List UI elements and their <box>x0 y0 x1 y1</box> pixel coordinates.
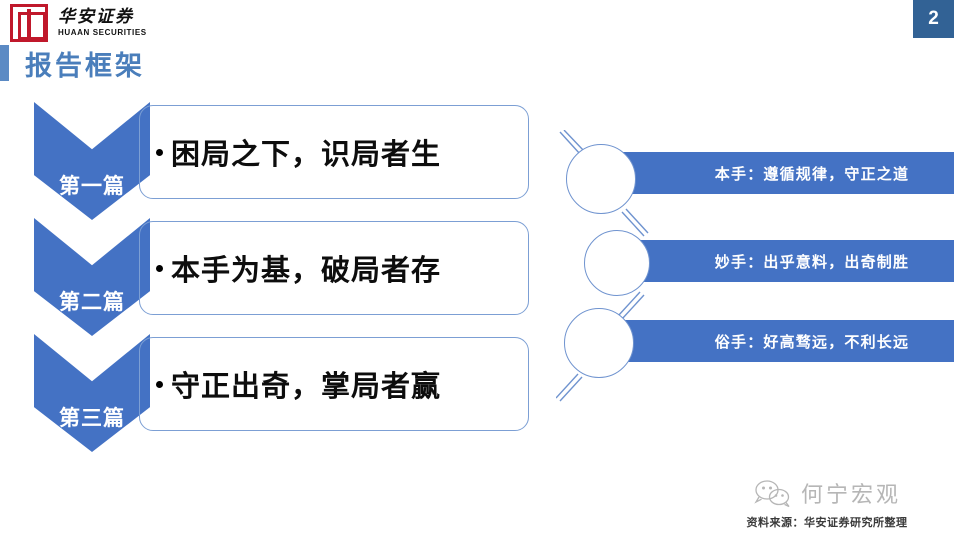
bullet-icon <box>156 148 163 156</box>
wechat-account: 何宁宏观 <box>712 477 942 509</box>
chain-bar-3: 俗手：好高骛远，不利长远 <box>618 320 954 362</box>
chain-bar-text: 本手：遵循规律，守正之道 <box>714 164 910 183</box>
section-row: 第一篇 困局之下，识局者生 <box>34 102 534 220</box>
section-row: 第二篇 本手为基，破局者存 <box>34 218 534 336</box>
brand-name-cn: 华安证券 <box>58 6 134 27</box>
section-row: 第三篇 守正出奇，掌局者赢 <box>34 334 534 452</box>
chevron-label: 第二篇 <box>59 289 125 314</box>
source-note: 资料来源：华安证券研究所整理 <box>746 516 908 529</box>
chain-node-circle-2 <box>584 230 650 296</box>
brand-name-en: HUAAN SECURITIES <box>58 27 147 37</box>
section-card-2: 本手为基，破局者存 <box>139 221 529 315</box>
chain-bar-1: 本手：遵循规律，守正之道 <box>618 152 954 194</box>
chain-diagram: 本手：遵循规律，守正之道 妙手：出乎意料，出奇制胜 俗手：好高骛远，不利长远 <box>556 130 954 410</box>
footer: 何宁宏观 资料来源：华安证券研究所整理 <box>712 477 942 530</box>
chain-bar-text: 妙手：出乎意料，出奇制胜 <box>714 252 910 271</box>
page-number-badge: 2 <box>913 0 954 38</box>
section-card-text: 困局之下，识局者生 <box>171 137 442 171</box>
chain-connector-lines <box>556 130 649 402</box>
section-card-text: 守正出奇，掌局者赢 <box>171 369 442 403</box>
chevron-label: 第三篇 <box>59 405 125 430</box>
title-accent-bar <box>0 45 9 81</box>
huaan-seal-logo-icon <box>10 4 48 42</box>
bullet-icon <box>156 264 163 272</box>
section-card-text: 本手为基，破局者存 <box>171 253 442 287</box>
section-chevron-3: 第三篇 <box>34 334 150 452</box>
section-chevron-1: 第一篇 <box>34 102 150 220</box>
brand-logo-text: 华安证券 HUAAN SECURITIES <box>58 6 147 37</box>
chain-node-circle-1 <box>566 144 636 214</box>
page-title: 报告框架 <box>25 51 145 82</box>
chain-bar-text: 俗手：好高骛远，不利长远 <box>714 332 910 351</box>
brand-logo: 华安证券 HUAAN SECURITIES <box>10 4 147 42</box>
wechat-icon <box>754 480 790 508</box>
chain-bar-2: 妙手：出乎意料，出奇制胜 <box>618 240 954 282</box>
section-chevron-2: 第二篇 <box>34 218 150 336</box>
section-card-1: 困局之下，识局者生 <box>139 105 529 199</box>
bullet-icon <box>156 380 163 388</box>
chain-node-circle-3 <box>564 308 634 378</box>
chevron-label: 第一篇 <box>59 173 125 198</box>
section-card-3: 守正出奇，掌局者赢 <box>139 337 529 431</box>
wechat-account-name: 何宁宏观 <box>800 483 901 508</box>
